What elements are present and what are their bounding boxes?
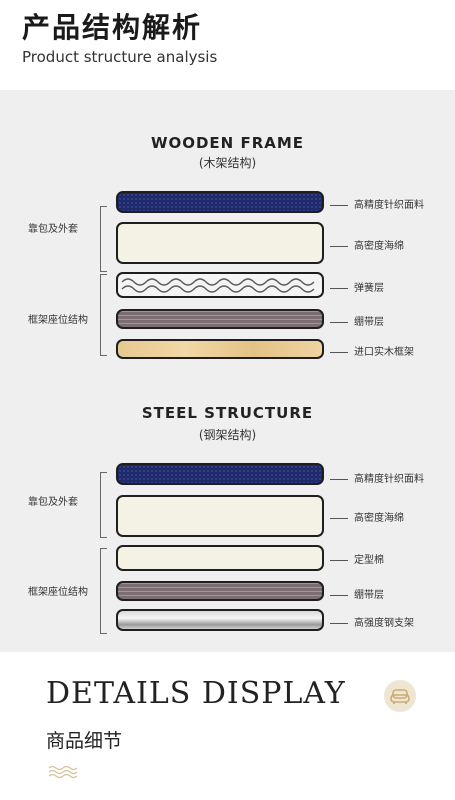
- wooden-layer-foam: [116, 222, 324, 264]
- steel-label-foam: 高密度海绵: [330, 509, 404, 524]
- wooden-layer-spring: [116, 272, 324, 298]
- wooden-frame-subtitle: (木架结构): [198, 156, 257, 170]
- wooden-label-fabric: 高精度针织面料: [330, 196, 424, 211]
- wooden-group-cover: 靠包及外套: [28, 224, 78, 235]
- steel-label-cotton: 定型棉: [330, 551, 384, 566]
- wooden-layer-fabric: [116, 191, 324, 213]
- sofa-icon: [384, 680, 416, 712]
- steel-layer-cotton: [116, 545, 324, 571]
- steel-label-belt: 绷带层: [330, 586, 384, 601]
- page-title: 产品结构解析: [22, 11, 203, 44]
- wooden-label-foam: 高密度海绵: [330, 237, 404, 252]
- steel-layer-fabric: [116, 463, 324, 485]
- steel-group-cover: 靠包及外套: [28, 497, 78, 508]
- details-title: DETAILS DISPLAY: [46, 676, 346, 711]
- steel-layer-steel: [116, 609, 324, 631]
- steel-structure-title: STEEL STRUCTURE: [141, 404, 314, 422]
- details-subtitle: 商品细节: [46, 730, 123, 752]
- wooden-label-wood: 进口实木框架: [330, 343, 414, 358]
- wooden-layer-belt: [116, 309, 324, 329]
- wooden-cover-bracket: [100, 206, 107, 272]
- steel-label-fabric: 高精度针织面料: [330, 470, 424, 485]
- wooden-label-belt: 绷带层: [330, 313, 384, 328]
- wooden-frame-bracket: [100, 274, 107, 356]
- steel-group-frame: 框架座位结构: [28, 587, 88, 598]
- page-subtitle: Product structure analysis: [22, 48, 218, 66]
- wooden-label-spring: 弹簧层: [330, 279, 384, 294]
- wave-icon: [48, 764, 78, 783]
- steel-label-steel: 高强度钢支架: [330, 614, 414, 629]
- wooden-layer-wood: [116, 339, 324, 359]
- steel-structure-subtitle: (钢架结构): [198, 428, 257, 442]
- wooden-group-frame: 框架座位结构: [28, 315, 88, 326]
- steel-frame-bracket: [100, 548, 107, 634]
- steel-layer-belt: [116, 581, 324, 601]
- steel-layer-foam: [116, 495, 324, 537]
- wooden-frame-title: WOODEN FRAME: [150, 134, 305, 152]
- steel-cover-bracket: [100, 472, 107, 538]
- spring-icon: [121, 278, 315, 293]
